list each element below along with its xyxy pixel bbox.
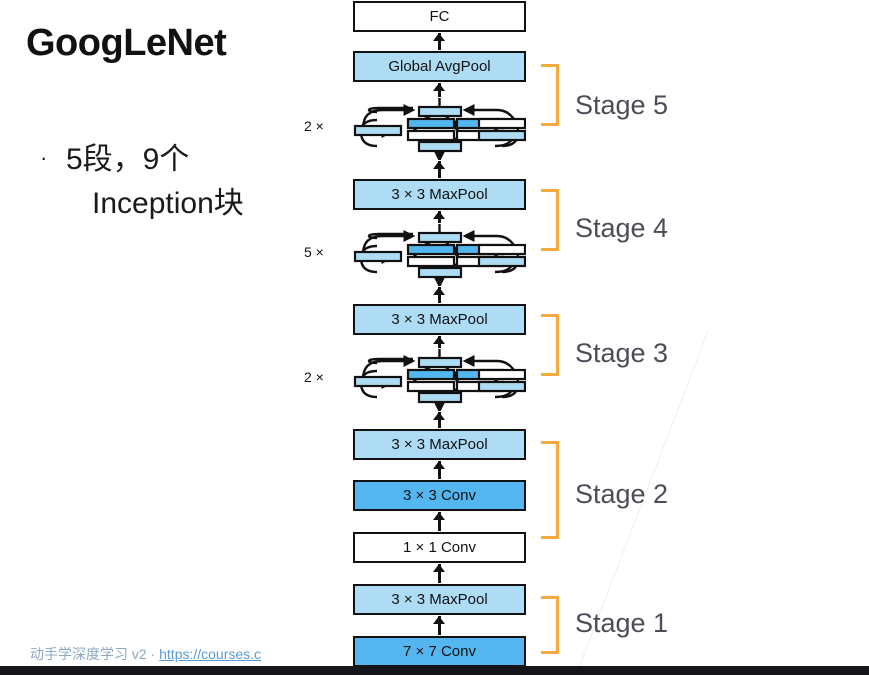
flow-arrow-head: [433, 616, 445, 624]
node-pool2: 3 × 3 MaxPool: [353, 429, 526, 460]
flow-arrow-head: [433, 564, 445, 572]
stage-label-stage4: Stage 4: [575, 213, 669, 243]
node-label: 3 × 3 MaxPool: [391, 436, 488, 453]
flow-arrow-head: [433, 461, 445, 469]
flow-arrow-head: [433, 412, 445, 420]
node-pool1: 3 × 3 MaxPool: [353, 584, 526, 615]
flow-arrow-line: [438, 512, 441, 531]
stage-bracket-stage1: [541, 596, 559, 654]
node-pool4: 3 × 3 MaxPool: [353, 179, 526, 210]
stage-bracket-stage4: [541, 189, 559, 251]
node-label: Global AvgPool: [388, 58, 491, 75]
bottom-black-bar: [0, 666, 869, 675]
flow-arrow-line: [438, 616, 441, 635]
stage-label-stage3: Stage 3: [575, 338, 669, 368]
stage-bracket-stage3: [541, 314, 559, 376]
flow-arrow-head: [433, 83, 445, 91]
flow-arrow-head: [433, 336, 445, 344]
footer-course-link[interactable]: https://courses.c: [159, 646, 262, 662]
bullet-list: · 5段，9个 Inception块: [40, 138, 330, 225]
repeat-multiplier-m4: 5 ×: [304, 244, 324, 260]
flow-arrow-line: [438, 412, 441, 428]
stage-bracket-stage5: [541, 64, 559, 126]
node-incep4: [353, 224, 526, 286]
footer-attribution: 动手学深度学习 v2 · https://courses.c: [30, 644, 261, 664]
bullet-line-1: 5段，9个: [66, 143, 190, 176]
bullet-line-2: Inception块: [92, 186, 244, 220]
node-incep5: [353, 98, 526, 160]
flow-arrow-head: [433, 211, 445, 219]
stage-label-stage1: Stage 1: [575, 608, 669, 638]
node-label: 3 × 3 MaxPool: [391, 591, 488, 608]
repeat-multiplier-m5: 2 ×: [304, 118, 324, 134]
node-conv3x3: 3 × 3 Conv: [353, 480, 526, 511]
node-label: 7 × 7 Conv: [403, 643, 476, 660]
flow-arrow-line: [438, 461, 441, 479]
stage-label-stage5: Stage 5: [575, 90, 669, 120]
node-label: 3 × 3 MaxPool: [391, 311, 488, 328]
node-label: FC: [429, 8, 450, 25]
bullet-marker-icon: ·: [40, 145, 48, 170]
flow-arrow-head: [433, 512, 445, 520]
node-conv1x1: 1 × 1 Conv: [353, 532, 526, 563]
footer-prefix-text: 动手学深度学习 v2 ·: [30, 646, 160, 662]
flow-arrow-head: [433, 161, 445, 169]
stage-bracket-stage2: [541, 441, 559, 539]
node-gap: Global AvgPool: [353, 51, 526, 82]
node-label: 3 × 3 Conv: [403, 487, 476, 504]
flow-arrow-line: [438, 33, 441, 50]
flow-arrow-line: [438, 287, 441, 303]
node-incep3: [353, 349, 526, 411]
flow-arrow-head: [433, 287, 445, 295]
stage-label-stage2: Stage 2: [575, 479, 669, 509]
node-label: 1 × 1 Conv: [403, 539, 476, 556]
node-pool3: 3 × 3 MaxPool: [353, 304, 526, 335]
node-conv7x7: 7 × 7 Conv: [353, 636, 526, 667]
flow-arrow-head: [433, 33, 445, 41]
page-title: GoogLeNet: [26, 22, 227, 64]
node-fc: FC: [353, 1, 526, 32]
flow-arrow-line: [438, 564, 441, 583]
flow-arrow-line: [438, 161, 441, 178]
repeat-multiplier-m3: 2 ×: [304, 369, 324, 385]
node-label: 3 × 3 MaxPool: [391, 186, 488, 203]
